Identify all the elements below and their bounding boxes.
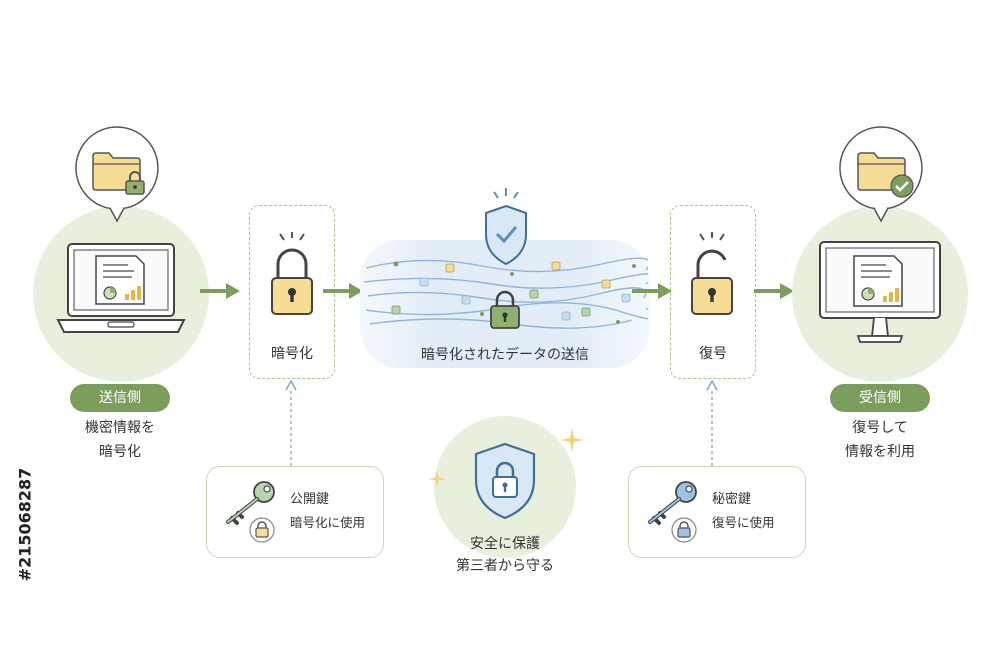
laptop-icon [56,240,186,340]
shield-check-icon [476,186,536,276]
green-key-icon [220,478,280,528]
sparkle-icon [428,470,446,488]
stock-id-watermark: #215068287 [10,415,40,635]
arrow-right-icon [200,281,242,301]
protection-line2: 第三者から守る [456,558,554,574]
secret-key-description: 復号に使用 [712,515,775,530]
blue-key-icon [642,478,702,528]
data-stream-lines [362,250,648,340]
sender-badge: 送信側 [70,384,170,412]
green-lock-icon [488,289,522,331]
mini-lock-badge-icon [248,516,276,544]
lock-icon [266,228,318,320]
arrow-right-icon [632,281,674,301]
sender-description-line2: 暗号化 [99,444,141,460]
receiver-description-line1: 復号して [852,420,908,436]
receiver-description-line2: 情報を利用 [845,444,915,460]
protection-line1: 安全に保護 [470,536,540,552]
shield-lock-icon [470,440,540,522]
monitor-icon [818,240,942,350]
receiver-badge: 受信側 [830,384,930,412]
mini-lock-badge-icon [670,516,698,544]
public-key-description: 暗号化に使用 [290,515,366,530]
sparkle-icon [560,428,584,452]
transmission-label: 暗号化されたデータの送信 [421,347,589,363]
public-key-title: 公開鍵 [290,492,330,507]
secret-key-title: 秘密鍵 [712,492,752,507]
stock-id-text: #215068287 [15,467,35,582]
small-lock-icon [124,170,146,196]
encrypt-label: 暗号化 [271,346,313,362]
dashed-arrow-up-icon [284,378,298,468]
arrow-right-icon [754,281,796,301]
check-circle-icon [889,173,915,199]
public-key-box [206,466,384,558]
dashed-arrow-up-icon [705,378,719,468]
sender-description-line1: 機密情報を [85,420,155,436]
unlocked-lock-icon [686,228,742,320]
decrypt-label: 復号 [699,346,727,362]
secret-key-box [628,466,806,558]
arrow-right-icon [323,281,365,301]
